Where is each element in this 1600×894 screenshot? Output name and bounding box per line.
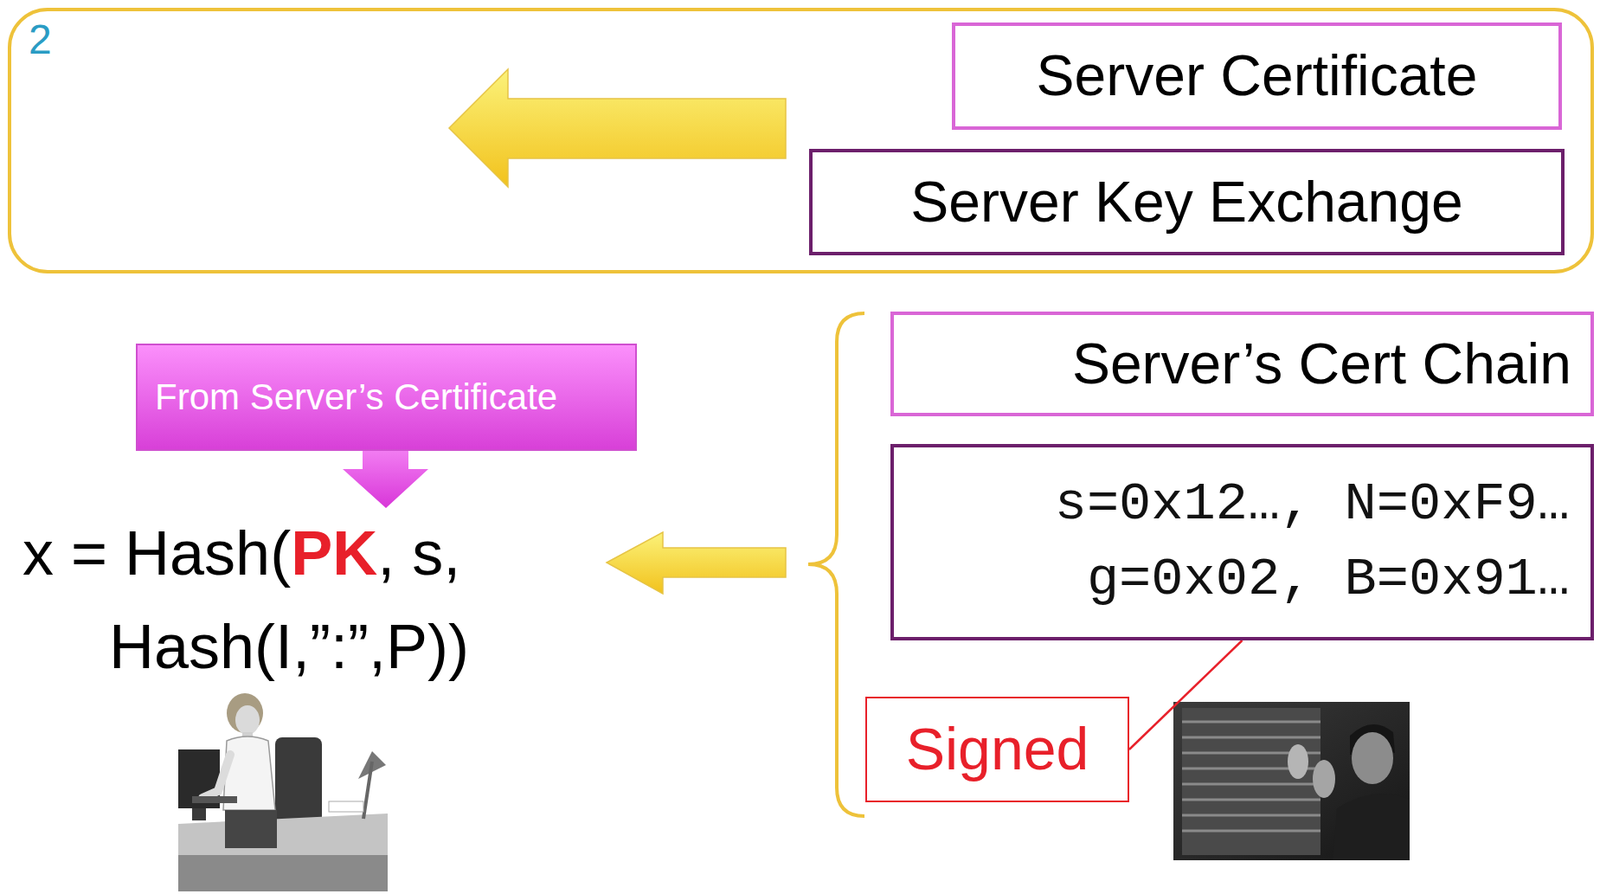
- parameter-box: s=0x12…, N=0xF9…g=0x02, B=0x91…: [890, 443, 1594, 641]
- node-text: 2: [28, 14, 52, 65]
- curly-bracket: [808, 313, 865, 817]
- client-photo: [178, 693, 388, 892]
- node-text: g=0x02, B=0x91…: [1086, 542, 1570, 618]
- node-text: Signed: [906, 713, 1090, 785]
- arrow-left: [449, 69, 786, 187]
- formula-text: Hash(I,”:”,P)): [109, 610, 470, 683]
- cert-chain-box: Server’s Cert Chain: [890, 311, 1594, 417]
- message-box: Server Certificate: [951, 22, 1562, 130]
- message-box: Server Key Exchange: [809, 148, 1565, 256]
- stage-band: 2Server CertificateServer Key Exchange: [7, 7, 1594, 274]
- callout-pointer: [342, 449, 429, 508]
- node-text: Server Certificate: [1036, 41, 1478, 110]
- node-text: From Server’s Certificate: [154, 375, 558, 419]
- formula-text: , s,: [377, 517, 461, 590]
- signed-box: Signed: [865, 696, 1130, 803]
- highlight-term: PK: [290, 517, 378, 590]
- arrow-left: [606, 532, 786, 594]
- node-text: Server’s Cert Chain: [1072, 329, 1572, 399]
- server-room-photo: [1173, 701, 1410, 861]
- node-text: s=0x12…, N=0xF9…: [1054, 467, 1570, 543]
- node-text: Server Key Exchange: [910, 167, 1463, 237]
- formula-text: x = Hash(: [22, 517, 291, 590]
- leader-line: [1129, 640, 1243, 750]
- callout-box: From Server’s Certificate: [135, 343, 637, 451]
